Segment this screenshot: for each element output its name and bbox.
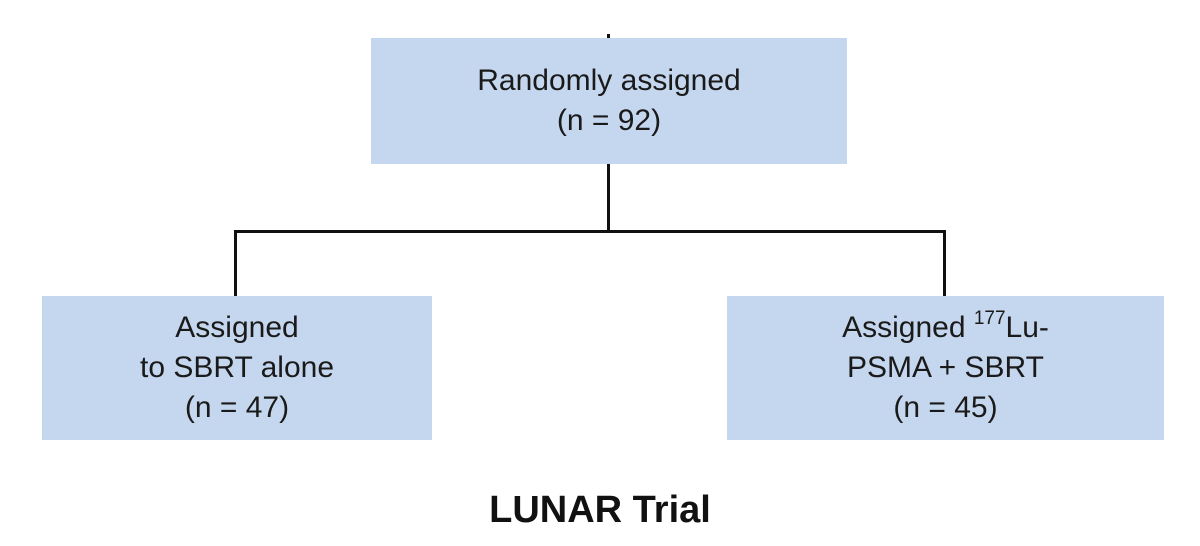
randomization-label: Randomly assigned (477, 64, 741, 97)
randomization-count: (n = 92) (556, 104, 662, 137)
randomization-box: Randomly assigned (n = 92) (371, 38, 847, 164)
sbrt-alone-label-line2: to SBRT alone (139, 351, 335, 384)
lu-psma-sbrt-arm-box: Assigned 177Lu- PSMA + SBRT (n = 45) (727, 296, 1164, 440)
lu-psma-label-suffix: Lu- (1005, 311, 1049, 344)
trial-caption: LUNAR Trial (489, 489, 711, 531)
sbrt-alone-count: (n = 47) (184, 391, 290, 424)
lu-isotope-superscript: 177 (973, 308, 1006, 329)
sbrt-alone-label-line1: Assigned (175, 311, 299, 344)
lu-psma-count: (n = 45) (893, 391, 998, 424)
connector-root-stub (607, 34, 610, 39)
lu-psma-label-line1: Assigned 177Lu- (842, 308, 1049, 348)
connector-right-down (943, 230, 946, 296)
connector-left-down (234, 230, 237, 296)
connector-root-down (607, 164, 610, 233)
connector-horizontal (234, 230, 946, 233)
lu-psma-label-line2: PSMA + SBRT (846, 351, 1045, 384)
sbrt-alone-arm-box: Assigned to SBRT alone (n = 47) (42, 296, 432, 440)
lu-psma-label-prefix: Assigned (842, 311, 974, 344)
